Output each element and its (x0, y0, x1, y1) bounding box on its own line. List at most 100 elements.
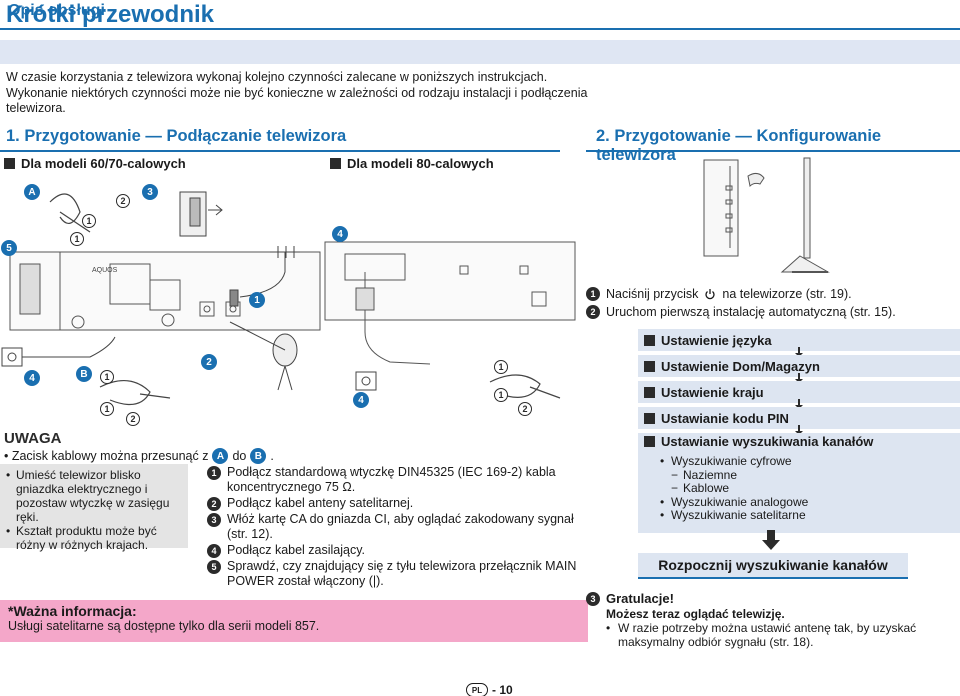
connection-step: 4 Podłącz kabel zasilający. (207, 543, 587, 558)
step-text: Podłącz kabel zasilający. (227, 543, 366, 557)
bullet-icon: • (606, 621, 611, 635)
flow-language: Ustawienie języka (638, 329, 960, 351)
setup-step-2-text: Uruchom pierwszą instalację automatyczną… (606, 305, 896, 319)
tv-80-back-panel (324, 241, 576, 365)
step-number-1: 1 (586, 287, 600, 301)
note-text-part: • Zacisk kablowy można przesunąć z (4, 449, 209, 463)
finish-subtitle: Możesz teraz oglądać telewizję. (606, 607, 785, 621)
finish-note-text: W razie potrzeby można ustawić antenę ta… (618, 621, 917, 649)
square-bullet-icon (644, 412, 655, 424)
page-subtitle: Opis obsługi (8, 2, 105, 19)
language-badge: PL (466, 683, 488, 696)
marker-b: B (250, 448, 267, 464)
tv-brand-logo: AQUOS (92, 267, 118, 274)
step-text: Włóż kartę CA do gniazda CI, aby oglądać… (227, 512, 574, 541)
placement-note: Kształt produktu może być różny w różnyc… (6, 524, 182, 552)
section1-heading: 1. Przygotowanie — Podłączanie telewizor… (6, 127, 347, 145)
flow-label: Ustawienie języka (661, 332, 772, 348)
setup-step-2: 2 Uruchom pierwszą instalację automatycz… (586, 305, 960, 319)
step-text: Podłącz kabel anteny satelitarnej. (227, 496, 414, 510)
step-number-2: 2 (207, 497, 221, 511)
scan-option: Wyszukiwanie analogowe (659, 495, 939, 510)
flow-label: Ustawianie wyszukiwania kanałów (661, 434, 874, 449)
connection-step: 5 Sprawdź, czy znajdujący się z tyłu tel… (207, 559, 587, 589)
placement-note: Umieść telewizor blisko gniazdka elektry… (6, 468, 182, 524)
cable-clamp-c (489, 374, 561, 399)
model-80-label: Dla modeli 80-calowych (347, 156, 494, 171)
power-socket-left (1, 336, 116, 367)
important-info-box: *Ważna informacja: Usługi satelitarne są… (0, 600, 588, 642)
section2-divider (586, 150, 960, 152)
marker-3: 3 (142, 184, 158, 200)
marker-1: 1 (70, 232, 84, 246)
start-channel-search: Rozpocznij wyszukiwanie kanałów (638, 553, 908, 579)
marker-1: 1 (249, 292, 265, 308)
step-text: Podłącz standardową wtyczkę DIN45325 (IE… (227, 465, 556, 494)
flow-home-store: Ustawienie Dom/Magazyn (638, 355, 960, 377)
step-text: Sprawdź, czy znajdujący się z tyłu telew… (227, 559, 577, 588)
scan-option: Naziemne (659, 468, 939, 483)
intro-text: W czasie korzystania z telewizora wykona… (6, 70, 588, 115)
setup-step-1: 1 Naciśnij przycisk na telewizorze (str.… (586, 287, 960, 301)
marker-1: 1 (100, 370, 114, 384)
important-info-title: *Ważna informacja: (8, 603, 137, 619)
marker-2: 2 (116, 194, 130, 208)
power-icon (704, 288, 716, 300)
note-text-part: do (232, 449, 247, 463)
marker-1: 1 (82, 214, 96, 228)
setup-step-1-text-post: na telewizorze (str. 19). (722, 287, 852, 301)
scan-option: Kablowe (659, 481, 939, 496)
section1-divider (0, 150, 560, 152)
square-bullet-icon (644, 334, 655, 346)
connection-step: 3 Włóż kartę CA do gniazda CI, aby ogląd… (207, 512, 587, 542)
marker-4: 4 (24, 370, 40, 386)
note-clamp-text: • Zacisk kablowy można przesunąć z A do … (4, 448, 274, 464)
placement-notes-box: Umieść telewizor blisko gniazdka elektry… (0, 464, 188, 552)
square-bullet-icon (330, 158, 341, 169)
model-60-70-label: Dla modeli 60/70-calowych (21, 156, 186, 171)
square-bullet-icon (644, 386, 655, 398)
page-footer: PL - 10 (466, 683, 513, 696)
important-info-text: Usługi satelitarne są dostępne tylko dla… (8, 619, 320, 633)
flow-pin: Ustawianie kodu PIN (638, 407, 960, 429)
connection-step: 1 Podłącz standardową wtyczkę DIN45325 (… (207, 465, 587, 495)
subtitle-bar (0, 40, 960, 64)
down-arrow-icon (762, 530, 780, 550)
flow-label: Ustawianie kodu PIN (661, 410, 789, 426)
step-number-4: 4 (207, 544, 221, 558)
model-80-heading: Dla modeli 80-calowych (330, 156, 494, 171)
flow-country: Ustawienie kraju (638, 381, 960, 403)
cable-clamp-b (99, 380, 171, 406)
marker-5: 5 (1, 240, 17, 256)
step-number-5: 5 (207, 560, 221, 574)
marker-1: 1 (494, 360, 508, 374)
model-60-70-heading: Dla modeli 60/70-calowych (4, 156, 186, 171)
step-number-3: 3 (207, 513, 221, 527)
marker-1: 1 (100, 402, 114, 416)
page-number: - 10 (492, 683, 513, 696)
marker-4: 4 (332, 226, 348, 242)
satellite-dish-illustration (229, 321, 298, 391)
connection-diagram: AQUOS (1, 191, 576, 406)
scan-options-list: Wyszukiwanie cyfrowe Naziemne Kablowe Wy… (659, 454, 939, 523)
flow-channel-search: Ustawianie wyszukiwania kanałów (644, 434, 873, 449)
marker-2: 2 (126, 412, 140, 426)
step-number-2: 2 (586, 305, 600, 319)
finish-title: Gratulacje! (606, 591, 674, 606)
ca-card-illustration (179, 191, 223, 237)
scan-option: Wyszukiwanie satelitarne (659, 508, 939, 523)
note-heading: UWAGA (4, 430, 62, 447)
flow-label: Ustawienie Dom/Magazyn (661, 358, 820, 374)
cable-clamp-a (49, 193, 91, 233)
marker-b: B (76, 366, 92, 382)
square-bullet-icon (644, 436, 655, 447)
setup-step-1-text-pre: Naciśnij przycisk (606, 287, 699, 301)
finish-step: 3 Gratulacje! (586, 591, 674, 606)
square-bullet-icon (4, 158, 15, 169)
step-number-3: 3 (586, 591, 600, 606)
marker-1: 1 (494, 388, 508, 402)
antenna-illustration (229, 246, 300, 307)
tv-back-panel (9, 251, 321, 331)
marker-a: A (24, 184, 40, 200)
marker-a: A (212, 448, 229, 464)
